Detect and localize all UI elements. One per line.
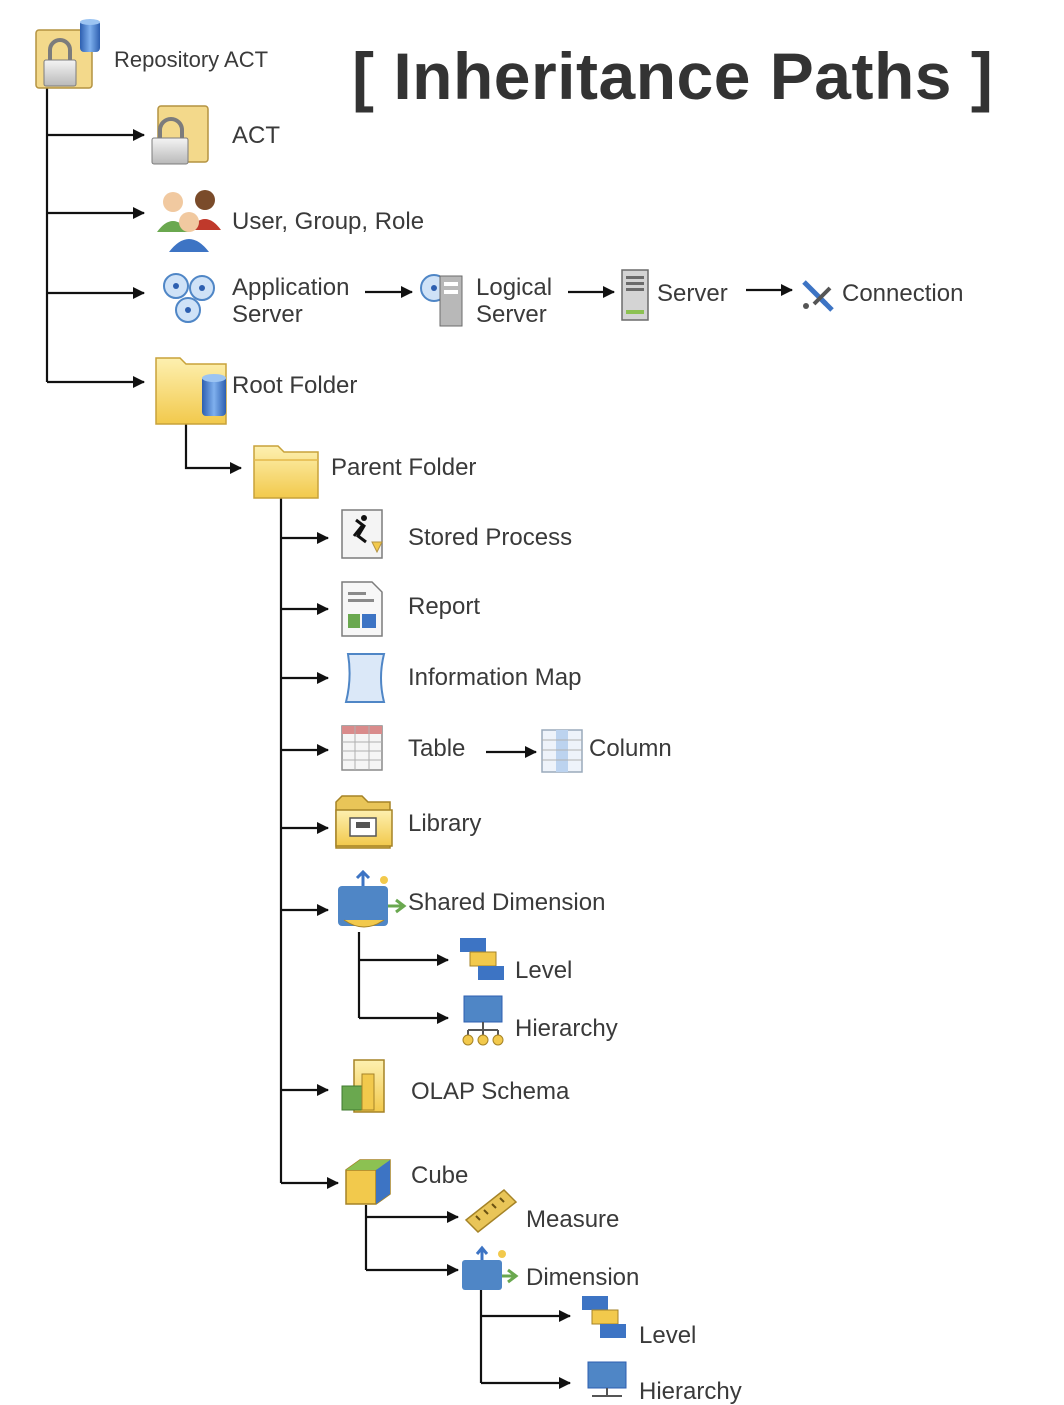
node-label-repository-act: Repository ACT xyxy=(114,47,269,72)
node-label-connection: Connection xyxy=(842,280,964,307)
node-label-information-map: Information Map xyxy=(408,664,582,691)
connection-plug-icon xyxy=(802,280,834,312)
node-label-measure: Measure xyxy=(526,1206,620,1233)
node-label-application-server: Application Server xyxy=(232,274,349,328)
shared-dimension-icon xyxy=(338,869,407,928)
padlock-icon xyxy=(151,105,209,165)
connectors xyxy=(45,88,793,1389)
node-label-table: Table xyxy=(408,735,466,762)
node-label-column: Column xyxy=(589,735,672,762)
column-icon xyxy=(541,729,583,773)
connector-root-to-parent xyxy=(184,420,242,474)
node-label-shared-level: Level xyxy=(515,957,573,984)
table-icon xyxy=(341,725,383,771)
node-label-shared-dimension: Shared Dimension xyxy=(408,889,606,916)
library-icon xyxy=(335,795,393,849)
report-icon xyxy=(341,581,383,637)
ruler-icon xyxy=(464,1188,518,1234)
stored-process-icon xyxy=(341,509,383,559)
dimension-icon xyxy=(462,1245,519,1290)
information-map-icon xyxy=(344,653,386,703)
root-folder-icon xyxy=(155,357,227,425)
label-line: Application xyxy=(232,274,350,301)
people-icon xyxy=(157,190,221,252)
node-label-dimension: Dimension xyxy=(526,1264,640,1291)
node-label-user-group-role: User, Group, Role xyxy=(232,208,425,235)
node-label-parent-folder: Parent Folder xyxy=(331,454,477,481)
level-icon xyxy=(460,938,504,980)
node-label-shared-hierarchy: Hierarchy xyxy=(515,1015,618,1042)
hierarchy-icon xyxy=(587,1361,627,1397)
application-server-icon xyxy=(163,273,215,323)
page-title: [ Inheritance Paths ] xyxy=(352,39,994,113)
logical-server-icon xyxy=(420,274,463,327)
node-label-report: Report xyxy=(408,593,481,620)
folder-icon xyxy=(253,445,319,499)
label-line: Logical xyxy=(476,274,553,301)
server-tower-icon xyxy=(621,269,649,321)
node-label-logical-server: Logical Server xyxy=(476,274,552,328)
node-label-olap-schema: OLAP Schema xyxy=(411,1078,570,1105)
node-label-stored-process: Stored Process xyxy=(408,524,573,551)
node-label-act: ACT xyxy=(232,122,280,149)
cube-icon xyxy=(345,1159,391,1205)
node-label-server: Server xyxy=(657,280,728,307)
level-icon xyxy=(582,1296,626,1338)
label-line: Server xyxy=(232,301,303,328)
node-label-root-folder: Root Folder xyxy=(232,372,358,399)
node-label-dim-level: Level xyxy=(639,1322,697,1349)
node-label-library: Library xyxy=(408,810,482,837)
olap-schema-icon xyxy=(341,1059,385,1113)
padlock-database-icon xyxy=(35,19,100,89)
label-line: Server xyxy=(476,301,547,328)
node-label-cube: Cube xyxy=(411,1162,469,1189)
node-label-dim-hierarchy: Hierarchy xyxy=(639,1378,742,1405)
hierarchy-icon xyxy=(462,995,504,1046)
